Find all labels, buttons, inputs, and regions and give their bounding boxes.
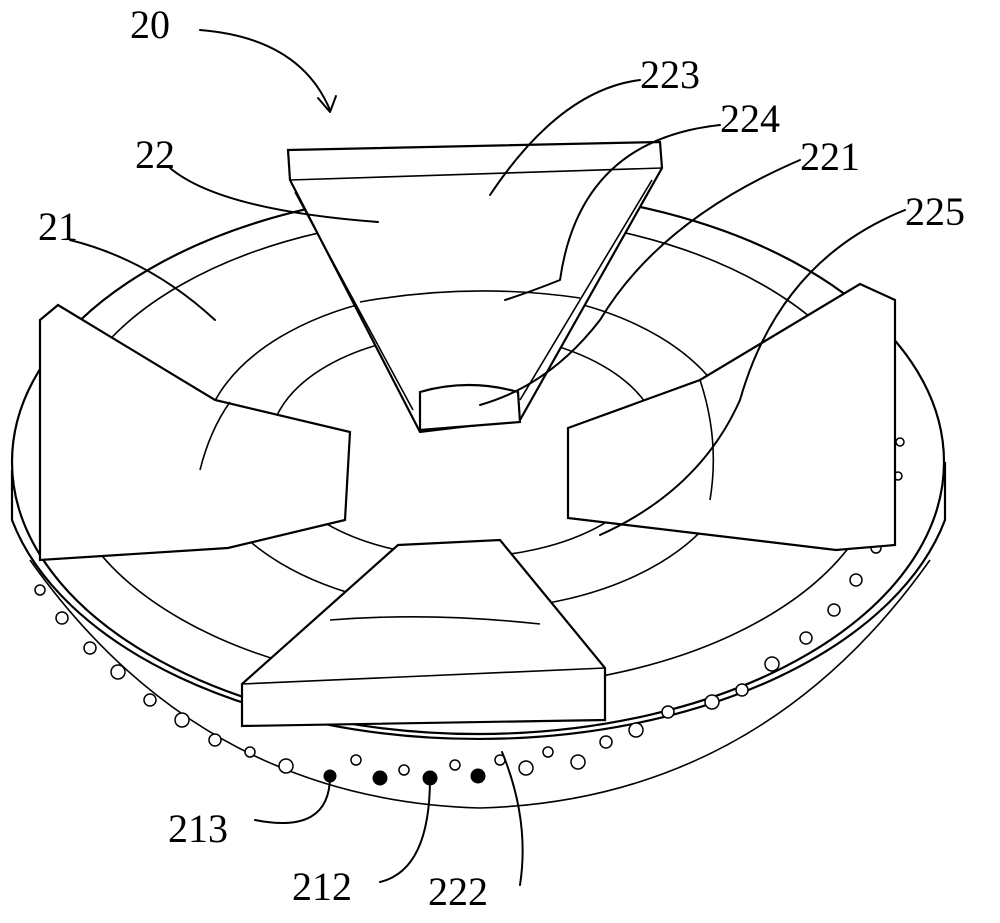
leader-224 <box>504 124 721 301</box>
label-212: 212 <box>292 864 352 909</box>
label-213: 213 <box>168 806 228 851</box>
leader-21 <box>69 239 216 321</box>
label-22: 22 <box>135 132 175 177</box>
leader-222 <box>501 751 524 886</box>
label-224: 224 <box>720 96 780 141</box>
leader-225 <box>599 209 906 536</box>
leader-20 <box>199 29 331 111</box>
leader-lines <box>69 29 906 886</box>
leader-213 <box>254 775 331 825</box>
label-222: 222 <box>428 869 488 914</box>
label-221: 221 <box>800 134 860 179</box>
left-wedge-21 <box>38 303 352 562</box>
front-wedge <box>240 538 607 728</box>
leader-223 <box>489 79 641 196</box>
leader-22 <box>169 167 379 223</box>
label-21: 21 <box>38 204 78 249</box>
leader-20-arrow <box>317 95 337 113</box>
label-225: 225 <box>905 189 965 234</box>
burner-base-edge <box>29 559 931 809</box>
top-wedge-22 <box>286 140 664 434</box>
leader-212 <box>379 777 431 883</box>
leader-221 <box>479 159 801 406</box>
label-223: 223 <box>640 52 700 97</box>
label-20: 20 <box>130 2 170 47</box>
